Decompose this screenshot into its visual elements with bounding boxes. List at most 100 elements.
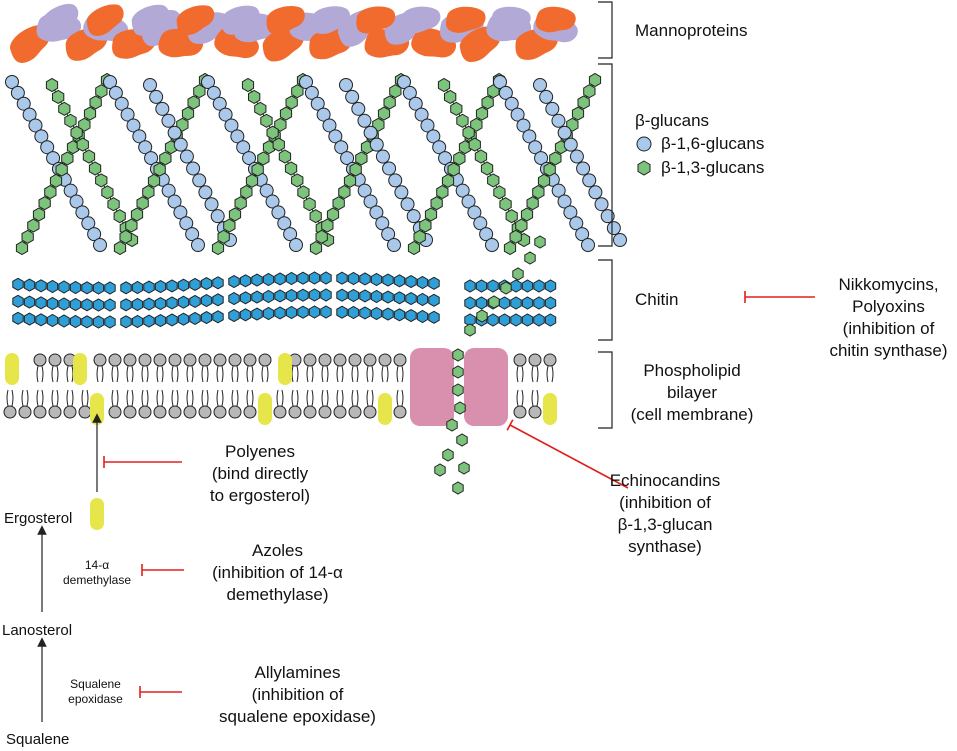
mannoprotein [176, 5, 215, 36]
chitin-unit [320, 288, 332, 302]
b16-glucan-unit [143, 78, 157, 92]
lipid-tail [246, 365, 254, 383]
ergosterol-molecule [5, 353, 19, 385]
b16-glucan-unit [351, 101, 366, 116]
b13-glucan-unit [101, 185, 114, 200]
chitin-unit [200, 277, 213, 291]
mannoprotein [221, 5, 260, 35]
b16-glucan-unit [204, 197, 219, 212]
b13-glucan-unit [475, 106, 489, 121]
chitin-unit [370, 289, 383, 304]
b16-glucan-unit [479, 227, 494, 242]
chitin-unit [487, 279, 499, 293]
mannoprotein [356, 6, 396, 34]
lipid-tail [216, 365, 224, 383]
b16-glucan-unit [179, 216, 194, 231]
chitin-unit [177, 312, 190, 326]
b13-glucan-unit [499, 197, 512, 212]
chitin-unit [416, 292, 429, 307]
b13-glucan-unit [240, 184, 253, 200]
lipid-tail [201, 365, 209, 383]
chitin-unit [297, 288, 309, 302]
b13-glucan-unit [543, 162, 556, 177]
b13-glucan-unit [407, 240, 421, 256]
b16-glucan-unit [426, 129, 441, 144]
b13-glucan-unit [450, 101, 463, 116]
chitin-unit [416, 309, 429, 324]
chitin-unit [251, 273, 263, 287]
b16-glucan-unit [493, 75, 507, 89]
b13-glucan-unit [15, 240, 29, 256]
mannoprotein [86, 4, 124, 36]
chitin-unit [92, 298, 105, 312]
lipid-tail [186, 389, 194, 407]
lipid-tail [51, 389, 59, 407]
b16-glucan-unit [212, 96, 227, 111]
b16-glucan-unit [613, 233, 627, 247]
lipid-tail [81, 389, 89, 407]
b13-glucan-unit [462, 125, 475, 140]
b13-glucan-unit [454, 401, 466, 415]
b16-glucan-unit [149, 89, 164, 104]
b16-glucan-unit [516, 118, 531, 133]
b13-glucan-unit [441, 173, 455, 188]
lipid-tail [366, 389, 374, 407]
lipid-head [198, 405, 212, 419]
b16-glucan-unit [533, 78, 547, 92]
lipid-head [33, 353, 47, 367]
lipid-tail [336, 389, 344, 407]
lipid-tail [171, 365, 179, 383]
chitin-unit [46, 313, 59, 328]
b13-glucan-unit [254, 101, 267, 116]
lipid-head [213, 353, 227, 367]
b13-glucan-unit [55, 162, 68, 177]
b13-glucan-unit [383, 95, 396, 110]
b13-glucan-unit [248, 89, 261, 104]
lipid-tail [66, 389, 74, 407]
b16-glucan-unit [563, 137, 578, 152]
b13-glucan-unit [315, 229, 328, 244]
b13-glucan-unit [284, 161, 298, 176]
lipid-tail [51, 365, 59, 383]
b13-glucan-unit [113, 209, 126, 224]
b13-glucan-unit [480, 161, 494, 176]
b16-glucan-unit [185, 227, 200, 242]
b16-glucan-unit [322, 118, 337, 133]
b16-glucan-unit [394, 185, 409, 200]
b16-glucan-unit [539, 89, 554, 104]
lipid-tail [171, 389, 179, 407]
lipid-head [123, 405, 137, 419]
chitin-unit [274, 272, 286, 286]
b13-glucan-unit [266, 125, 279, 140]
lipid-head [93, 353, 107, 367]
lipid-head [168, 353, 182, 367]
b16-glucan-unit [408, 96, 423, 111]
lipid-tail [126, 389, 134, 407]
chitin-unit [35, 313, 47, 327]
lipid-head [183, 405, 197, 419]
chitin-unit [12, 311, 24, 325]
chitin-unit [274, 289, 286, 303]
b16-glucan-icon [636, 136, 652, 152]
lipid-head [318, 353, 332, 367]
lipid-head [183, 353, 197, 367]
b16-glucan-unit [369, 137, 384, 152]
b16-glucan-unit [498, 85, 513, 100]
ergosterol-molecule [543, 393, 557, 425]
glucan-synthase-right [464, 348, 508, 426]
ergosterol-molecule [90, 498, 104, 530]
b16-glucan-unit [167, 194, 182, 209]
chitin-unit [120, 298, 132, 312]
chitin-unit [308, 305, 321, 319]
b16-glucan-unit [363, 125, 378, 140]
b16-glucan-unit [569, 149, 584, 164]
b16-glucan-unit [581, 238, 595, 252]
ergosterol-molecule [278, 353, 292, 385]
chitin-unit [285, 271, 298, 286]
b16-glucan-unit [103, 75, 117, 89]
lipid-head [78, 405, 92, 419]
chitin-unit [262, 306, 275, 321]
chitin-unit [228, 309, 240, 323]
lipid-head [513, 405, 527, 419]
b13-glucan-unit [38, 196, 51, 211]
